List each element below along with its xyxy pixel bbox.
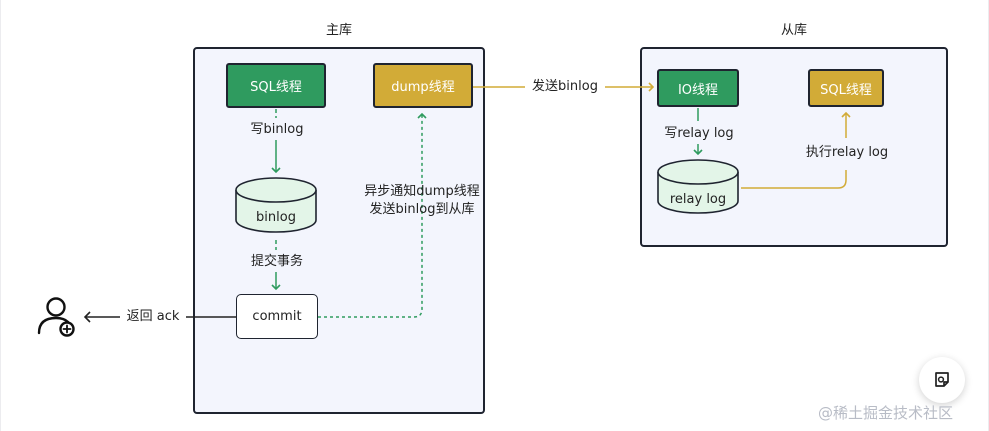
user-add-icon	[37, 297, 75, 337]
feedback-button[interactable]	[919, 357, 965, 403]
left-edge	[0, 0, 1, 431]
master-title: 主库	[325, 23, 353, 38]
dump-thread: dump线程	[373, 63, 473, 108]
relay-log-cylinder	[657, 159, 739, 214]
write-relay-log-label: 写relay log	[664, 126, 734, 141]
arrow-commit-to-dump	[318, 112, 427, 318]
watermark: @稀土掘金技术社区	[818, 404, 954, 422]
master-sql-thread: SQL线程	[226, 63, 326, 108]
commit-node: commit	[236, 294, 318, 339]
arrow-relay-to-sql	[741, 170, 847, 189]
binlog-cylinder	[235, 177, 317, 233]
feedback-icon	[935, 372, 949, 387]
notify-label-line1: 异步通知dump线程	[364, 184, 480, 199]
binlog-label: binlog	[256, 210, 296, 225]
write-binlog-label: 写binlog	[250, 122, 304, 137]
relay-log-label: relay log	[669, 192, 727, 207]
exec-relay-log-label: 执行relay log	[805, 145, 889, 160]
send-binlog-label: 发送binlog	[532, 79, 598, 94]
return-ack-label: 返回 ack	[126, 309, 180, 324]
io-thread: IO线程	[657, 69, 739, 107]
notify-label-line2: 发送binlog到从库	[369, 202, 475, 217]
slave-sql-thread: SQL线程	[808, 69, 884, 107]
commit-tx-label: 提交事务	[250, 254, 304, 269]
slave-title: 从库	[780, 23, 808, 38]
master-panel	[193, 47, 485, 414]
